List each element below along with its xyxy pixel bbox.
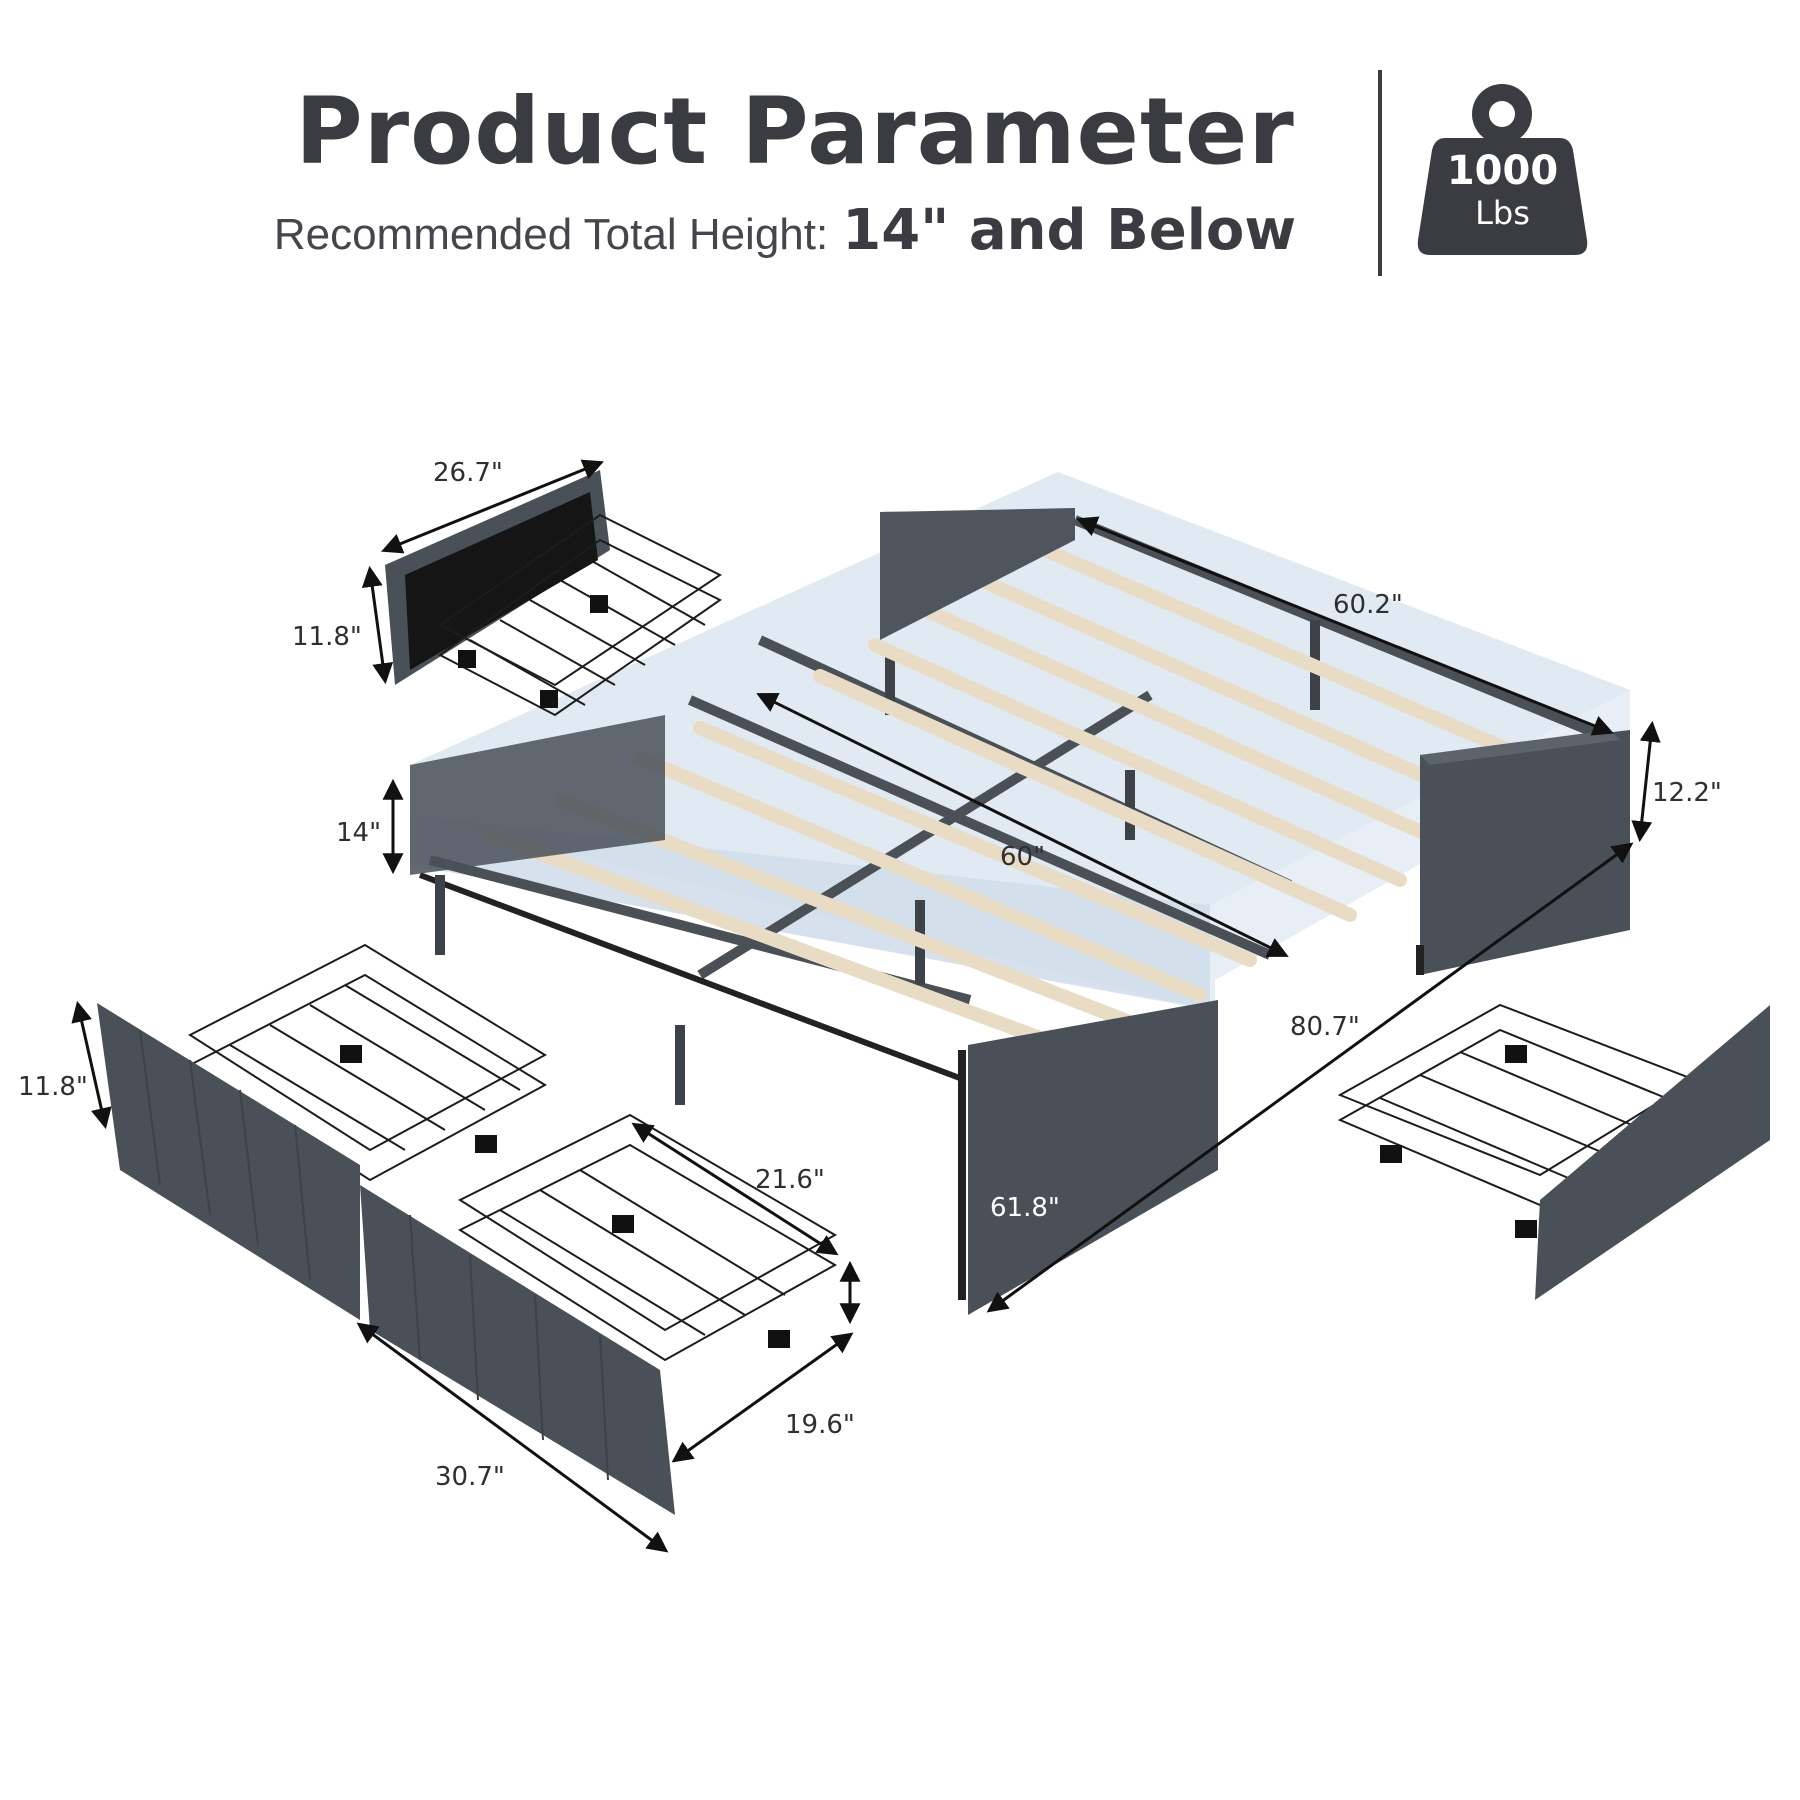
recommended-height-label: Recommended Total Height: [273, 210, 829, 259]
label-headboard-width: 60.2" [1333, 590, 1403, 620]
footboard [968, 1000, 1218, 1315]
weight-capacity-badge: 1000 Lbs [1415, 80, 1590, 260]
label-small-drawer-height: 11.8" [292, 622, 362, 652]
large-drawer-right [1337, 1003, 1770, 1300]
label-bed-height: 14" [336, 818, 382, 848]
weight-unit: Lbs [1475, 194, 1530, 232]
page-title: Product Parameter [295, 78, 1295, 185]
label-inner-width: 60" [1000, 842, 1046, 872]
label-headboard-height: 12.2" [1652, 778, 1722, 808]
label-large-drawer-inner: 19.6" [785, 1410, 855, 1440]
dimension-lines [71, 459, 1661, 1553]
side-panel-left [410, 715, 665, 875]
weight-icon [1417, 84, 1588, 255]
label-large-drawer-depth: 21.6" [755, 1165, 825, 1195]
label-footboard-width: 61.8" [990, 1193, 1060, 1223]
recommended-height: Recommended Total Height: 14" and Below [0, 198, 1570, 263]
label-small-drawer-width: 26.7" [433, 458, 503, 488]
header-divider [1378, 70, 1382, 276]
recommended-height-value: 14" and Below [842, 198, 1297, 263]
label-total-length: 80.7" [1290, 1012, 1360, 1042]
headboard-panel [1420, 730, 1630, 975]
weight-value: 1000 [1446, 148, 1559, 194]
label-large-drawer-width: 30.7" [435, 1462, 505, 1492]
large-drawer-left [97, 943, 548, 1320]
label-large-drawer-height: 11.8" [18, 1072, 88, 1102]
